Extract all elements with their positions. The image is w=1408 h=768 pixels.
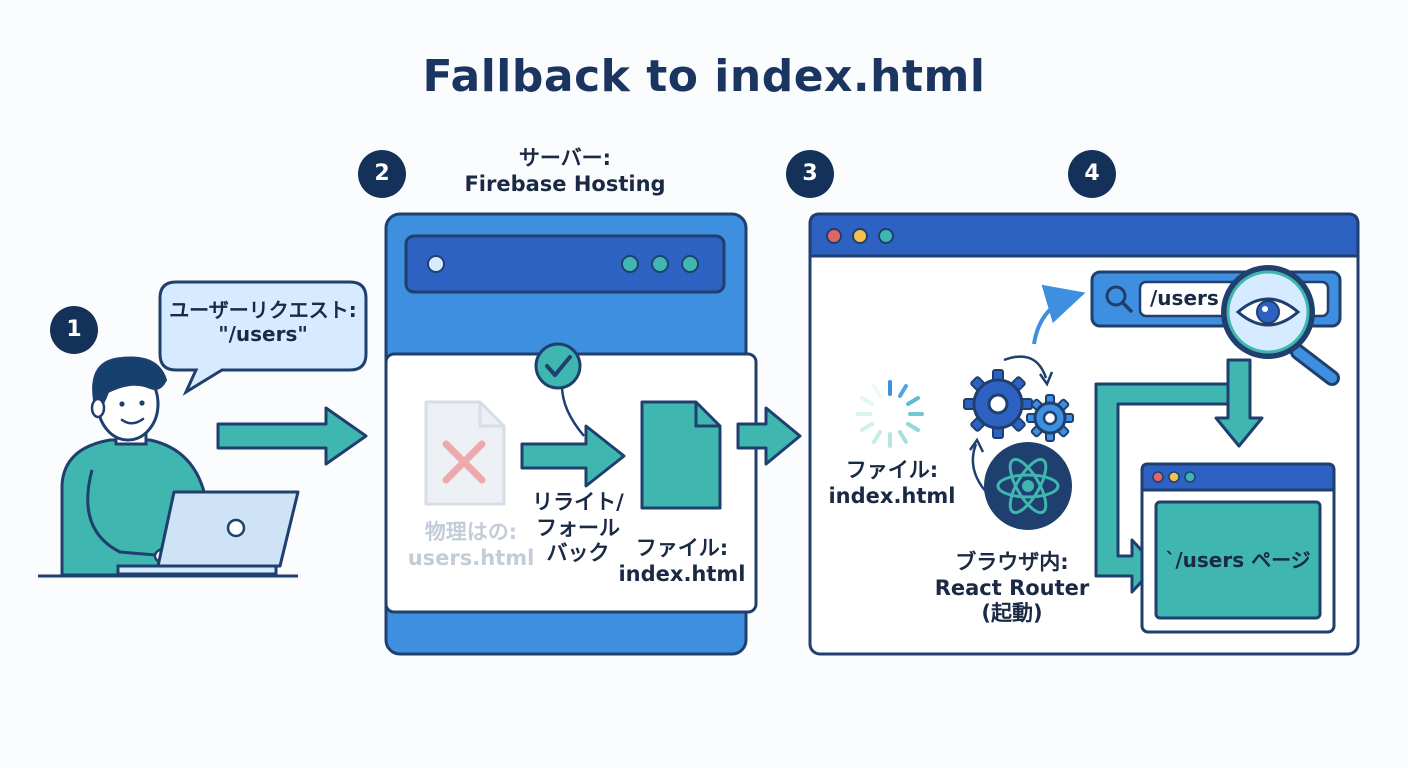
step-2-badge: 2 xyxy=(358,150,406,198)
arrow-icon xyxy=(520,424,626,488)
step-4-badge: 4 xyxy=(1068,150,1116,198)
arrow-icon xyxy=(1094,358,1264,594)
loaded-file-name: index.html xyxy=(828,483,956,508)
missing-file-caption: 物理はの: xyxy=(424,520,518,544)
user-request-label: ユーザーリクエスト: "/users" xyxy=(168,298,358,347)
request-path: "/users" xyxy=(218,322,308,347)
server-name: Firebase Hosting xyxy=(464,171,666,196)
missing-file-label: 物理はの: users.html xyxy=(396,520,546,571)
served-file-caption: ファイル: xyxy=(635,536,729,560)
step-1-badge: 1 xyxy=(50,306,98,354)
users-page-label: `/users ページ xyxy=(1165,548,1311,572)
step-3-badge: 3 xyxy=(786,150,834,198)
router-name: React Router xyxy=(934,575,1090,600)
loading-spinner-icon xyxy=(856,380,924,448)
rewrite-fallback-label: リライト/ フォール バック xyxy=(522,490,634,567)
router-note: (起動) xyxy=(981,601,1043,626)
laptop-icon xyxy=(38,490,300,578)
page-title: Fallback to index.html xyxy=(422,51,986,102)
router-label: ブラウザ内: React Router (起動) xyxy=(930,550,1094,627)
loaded-file-label: ファイル: index.html xyxy=(820,458,964,509)
router-caption: ブラウザ内: xyxy=(955,550,1069,574)
server-label: サーバー: Firebase Hosting xyxy=(440,146,690,197)
arrow-icon xyxy=(736,406,802,466)
loaded-file-caption: ファイル: xyxy=(845,458,939,482)
missing-file-icon xyxy=(424,400,506,506)
gears-icon xyxy=(963,355,1074,495)
arrow-icon xyxy=(1032,284,1086,345)
rewrite-line-1: リライト/ xyxy=(532,490,624,514)
react-logo-icon xyxy=(984,442,1072,530)
server-title: サーバー: xyxy=(518,146,612,170)
rewrite-line-2: フォール xyxy=(536,515,620,540)
url-bar-text: /users xyxy=(1150,286,1219,310)
request-label: ユーザーリクエスト: xyxy=(169,298,357,322)
served-file-label: ファイル: index.html xyxy=(612,536,752,587)
check-icon xyxy=(534,342,585,437)
magnifier-eye-icon xyxy=(1221,265,1340,386)
speech-bubble-icon xyxy=(158,280,368,396)
mini-browser-icon xyxy=(1140,462,1336,634)
arrow-icon xyxy=(216,406,368,466)
missing-file-name: users.html xyxy=(407,545,535,570)
file-icon xyxy=(640,400,722,510)
rewrite-line-3: バック xyxy=(546,541,610,566)
served-file-name: index.html xyxy=(618,561,746,586)
